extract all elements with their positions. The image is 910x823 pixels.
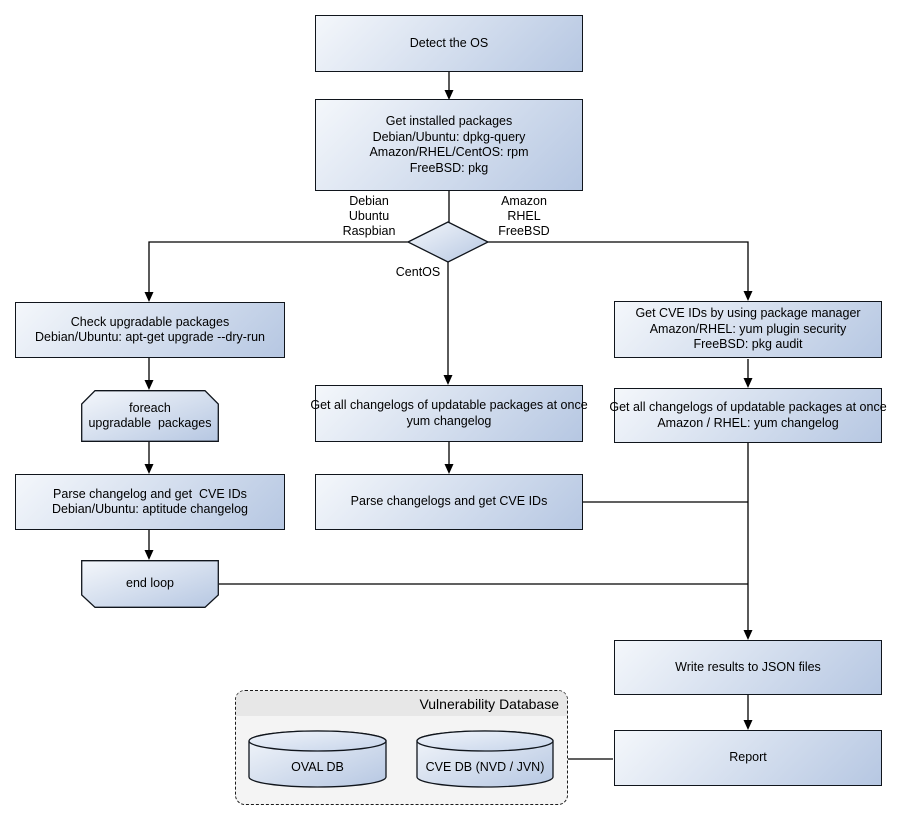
- node-get-changelogs-centos: Get all changelogs of updatable packages…: [310, 385, 588, 442]
- branch-label-amazon: Amazon RHEL FreeBSD: [498, 194, 550, 238]
- node-parse-changelogs-centos: Parse changelogs and get CVE IDs: [315, 474, 583, 530]
- branch-label-debian: Debian Ubuntu Raspbian: [342, 194, 396, 238]
- node-end-loop: end loop: [81, 560, 219, 608]
- node-get-installed-packages: Get installed packages Debian/Ubuntu: dp…: [315, 99, 583, 191]
- node-get-cve-ids-pkg-manager: Get CVE IDs by using package manager Ama…: [614, 301, 882, 358]
- loop-end-shape: [81, 560, 219, 608]
- loop-end-label: end loop: [126, 576, 174, 591]
- node-parse-changelog-debian: Parse changelog and get CVE IDs Debian/U…: [15, 474, 285, 530]
- oval-db-cylinder: OVAL DB: [248, 730, 387, 788]
- cve-db-label: CVE DB (NVD / JVN): [425, 760, 545, 774]
- database-cylinder-icon: [416, 730, 554, 788]
- cve-db-cylinder: CVE DB (NVD / JVN): [416, 730, 554, 788]
- node-get-changelogs-amazon: Get all changelogs of updatable packages…: [609, 388, 887, 443]
- vulnerability-database-title: Vulnerability Database: [236, 691, 567, 716]
- node-check-upgradable-packages: Check upgradable packages Debian/Ubuntu:…: [15, 302, 285, 358]
- oval-db-label: OVAL DB: [291, 760, 344, 774]
- database-cylinder-icon: [248, 730, 387, 788]
- node-foreach-loop-start: foreach upgradable packages: [81, 390, 219, 442]
- node-detect-os: Detect the OS: [315, 15, 583, 72]
- node-write-json: Write results to JSON files: [614, 640, 882, 695]
- loop-start-shape: [81, 390, 219, 442]
- loop-start-label: foreach upgradable packages: [88, 400, 212, 431]
- node-report: Report: [614, 730, 882, 786]
- branch-label-centos: CentOS: [395, 265, 441, 279]
